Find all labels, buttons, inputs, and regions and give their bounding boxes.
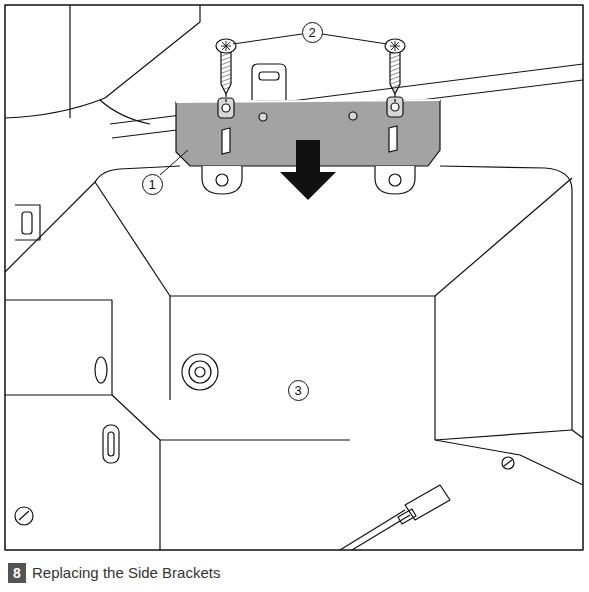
cabinet-interior — [435, 430, 572, 440]
screws — [390, 41, 400, 51]
bracket-bosses — [202, 166, 242, 194]
side-bracket — [222, 128, 230, 154]
cabinet-interior — [340, 510, 405, 550]
callout-number: 3 — [288, 380, 309, 401]
cabinet-interior — [440, 166, 572, 430]
cabinet-interior — [5, 5, 200, 118]
callout-number: 1 — [142, 174, 163, 195]
cabinet-interior — [189, 361, 211, 383]
direction-arrow — [280, 140, 336, 200]
cabinet-interior — [352, 515, 410, 550]
screws — [221, 41, 231, 51]
side-bracket — [349, 112, 357, 120]
cabinet-interior — [5, 166, 180, 272]
side-bracket — [389, 126, 397, 152]
side-bracket — [391, 103, 399, 111]
cabinet-interior — [169, 296, 170, 400]
cabinet-interior — [5, 5, 583, 550]
cabinet-interior — [19, 511, 29, 520]
mounting-tab — [259, 72, 279, 80]
bracket-bosses — [216, 174, 228, 186]
leader-lines — [322, 34, 387, 44]
leader-lines — [160, 150, 188, 175]
screws — [385, 39, 405, 53]
cabinet-interior — [5, 300, 112, 395]
cabinet-interior — [95, 357, 107, 383]
leader-lines — [160, 34, 387, 175]
cabinet-interior — [182, 354, 218, 390]
side-bracket — [259, 113, 267, 121]
leader-lines — [233, 34, 302, 44]
cabinet-interior — [170, 296, 435, 440]
screws — [221, 52, 231, 94]
cabinet-interior — [95, 182, 170, 296]
cabinet-interior — [398, 509, 416, 524]
cabinet-interior — [5, 395, 160, 550]
screws — [216, 39, 236, 53]
direction-arrow — [280, 140, 336, 200]
cabinet-interior — [572, 430, 583, 438]
cabinet-interior — [405, 485, 450, 520]
cabinet-interior — [22, 212, 32, 234]
cabinet-interior — [108, 432, 114, 456]
cabinet-interior — [435, 440, 583, 485]
cabinet-interior — [103, 425, 119, 463]
cabinet-interior — [5, 5, 583, 550]
bracket-bosses — [389, 174, 401, 186]
cabinet-interior — [502, 457, 514, 469]
cabinet-interior — [160, 439, 350, 440]
screws — [390, 52, 400, 94]
screws — [225, 94, 226, 104]
cabinet-interior — [504, 460, 512, 466]
cabinet-interior — [15, 507, 33, 525]
figure-caption: Replacing the Side Brackets — [32, 565, 220, 580]
cabinet-interior — [69, 5, 70, 118]
cabinet-interior — [435, 178, 572, 296]
bracket-bosses — [375, 166, 415, 194]
cabinet-interior — [195, 367, 205, 377]
screws — [216, 39, 405, 104]
side-bracket — [222, 104, 230, 112]
mounting-tab — [252, 64, 286, 100]
cabinet-interior — [15, 205, 40, 240]
mounting-tab — [252, 64, 286, 100]
figure-number: 8 — [8, 563, 26, 583]
callout-number: 2 — [302, 22, 323, 43]
